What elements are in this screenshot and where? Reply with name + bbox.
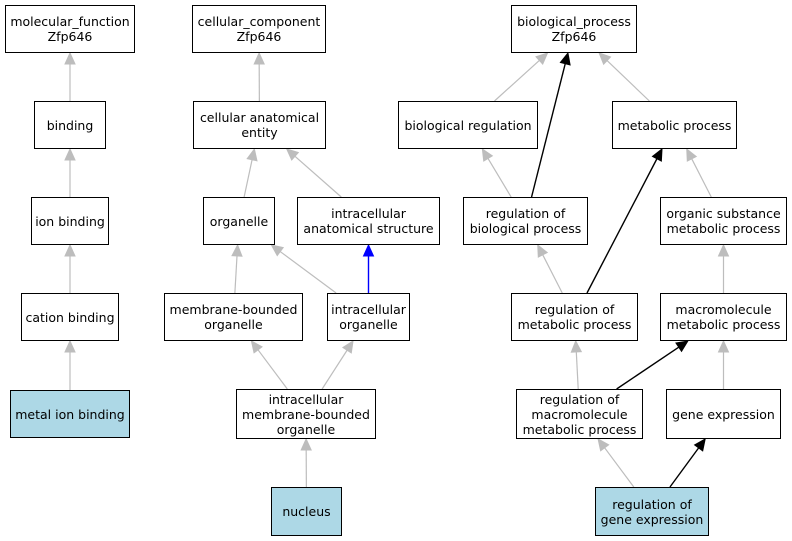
node-regulation-of-biological-process[interactable]: regulation of biological process xyxy=(463,197,588,245)
edge-line xyxy=(494,59,540,102)
edge-arrowhead xyxy=(362,243,375,257)
edge-line xyxy=(616,346,680,390)
node-nucleus[interactable]: nucleus xyxy=(271,487,342,536)
node-regulation-of-macromolecule-metabolic-process[interactable]: regulation of macromolecule metabolic pr… xyxy=(516,389,643,439)
node-binding[interactable]: binding xyxy=(34,101,106,149)
edge-arrowhead xyxy=(285,148,300,161)
edge-regulation-of-gene-expression-to-regulation-of-macromolecule-metabolic-process xyxy=(597,438,635,488)
edge-arrowhead xyxy=(598,52,612,66)
edge-gene-expression-to-macromolecule-metabolic-process xyxy=(717,339,730,389)
edge-line xyxy=(487,158,512,198)
node-cellular-anatomical-entity[interactable]: cellular anatomical entity xyxy=(193,101,326,149)
node-intracellular-membrane-bounded-organelle[interactable]: intracellular membrane-bounded organelle xyxy=(236,389,376,439)
edge-intracellular-anatomical-structure-to-cellular-anatomical-entity xyxy=(285,148,342,198)
edge-cation-binding-to-ion-binding xyxy=(64,243,76,293)
edge-arrowhead xyxy=(270,244,285,257)
edge-arrowhead xyxy=(537,243,549,258)
edge-ion-binding-to-binding xyxy=(64,147,76,197)
edge-arrowhead xyxy=(231,243,243,257)
edge-regulation-of-biological-process-to-biological-regulation xyxy=(481,147,512,198)
edge-line xyxy=(294,155,342,198)
edge-arrowhead xyxy=(246,147,258,162)
node-gene-expression[interactable]: gene expression xyxy=(666,389,781,439)
edge-regulation-of-macromolecule-metabolic-process-to-regulation-of-metabolic-process xyxy=(570,339,583,390)
edge-arrowhead xyxy=(341,339,354,354)
edge-cellular-anatomical-entity-to-cellular-component xyxy=(253,51,265,102)
edge-line xyxy=(257,349,288,390)
node-intracellular-anatomical-structure[interactable]: intracellular anatomical structure xyxy=(297,197,440,245)
node-organelle[interactable]: organelle xyxy=(203,197,275,245)
edge-line xyxy=(243,159,253,198)
edge-line xyxy=(669,447,700,488)
edge-arrowhead xyxy=(64,243,76,257)
edge-arrowhead xyxy=(693,438,706,452)
node-macromolecule-metabolic-process[interactable]: macromolecule metabolic process xyxy=(660,293,787,341)
edge-nucleus-to-intracellular-membrane-bounded-organelle xyxy=(300,437,312,488)
edge-biological-regulation-to-biological-process xyxy=(494,52,549,102)
node-molecular-function[interactable]: molecular_function Zfp646 xyxy=(5,5,135,53)
edge-arrowhead xyxy=(597,438,610,452)
edge-arrowhead xyxy=(570,339,583,353)
edge-line xyxy=(604,447,635,488)
edge-arrowhead xyxy=(253,51,265,65)
edge-line xyxy=(234,255,238,294)
edge-membrane-bounded-organelle-to-organelle xyxy=(231,243,243,294)
edge-arrowhead xyxy=(651,147,663,162)
edge-arrowhead xyxy=(675,340,689,353)
edge-line xyxy=(542,254,563,294)
edge-arrowhead xyxy=(717,243,730,257)
edge-line xyxy=(586,158,658,294)
edge-regulation-of-gene-expression-to-gene-expression xyxy=(669,438,706,488)
node-cation-binding[interactable]: cation binding xyxy=(21,293,119,341)
node-biological-process[interactable]: biological_process Zfp646 xyxy=(511,5,637,53)
edge-intracellular-membrane-bounded-organelle-to-intracellular-organelle xyxy=(321,339,354,390)
edge-macromolecule-metabolic-process-to-organic-substance-metabolic-process xyxy=(717,243,730,293)
edge-regulation-of-metabolic-process-to-metabolic-process xyxy=(586,147,663,294)
node-biological-regulation[interactable]: biological regulation xyxy=(398,101,538,149)
node-intracellular-organelle[interactable]: intracellular organelle xyxy=(327,293,410,341)
edge-line xyxy=(575,351,579,390)
edge-line xyxy=(691,158,712,198)
edge-arrowhead xyxy=(481,147,494,162)
edge-line xyxy=(279,251,337,294)
edge-arrowhead xyxy=(717,339,730,353)
edge-intracellular-organelle-to-intracellular-anatomical-structure xyxy=(362,243,375,293)
edge-arrowhead xyxy=(686,147,698,162)
edge-line xyxy=(321,349,348,390)
edge-binding-to-molecular-function xyxy=(64,51,76,101)
edge-metal-ion-binding-to-cation-binding xyxy=(64,339,76,390)
edge-arrowhead xyxy=(300,437,312,451)
node-membrane-bounded-organelle[interactable]: membrane-bounded organelle xyxy=(164,293,303,341)
edge-metabolic-process-to-biological-process xyxy=(598,52,650,102)
edge-intracellular-organelle-to-organelle xyxy=(270,244,337,294)
edge-regulation-of-biological-process-to-biological-process xyxy=(530,51,571,198)
node-metal-ion-binding[interactable]: metal ion binding xyxy=(10,390,130,438)
node-cellular-component[interactable]: cellular_component Zfp646 xyxy=(192,5,326,53)
node-regulation-of-metabolic-process[interactable]: regulation of metabolic process xyxy=(511,293,638,341)
edge-regulation-of-macromolecule-metabolic-process-to-macromolecule-metabolic-process xyxy=(616,340,689,390)
edge-intracellular-membrane-bounded-organelle-to-membrane-bounded-organelle xyxy=(250,340,288,390)
edge-regulation-of-metabolic-process-to-regulation-of-biological-process xyxy=(537,243,563,294)
edge-organelle-to-cellular-anatomical-entity xyxy=(243,147,258,198)
edge-arrowhead xyxy=(64,51,76,65)
node-ion-binding[interactable]: ion binding xyxy=(31,197,109,245)
edge-arrowhead xyxy=(250,340,263,354)
node-regulation-of-gene-expression[interactable]: regulation of gene expression xyxy=(595,487,709,536)
edge-arrowhead xyxy=(559,51,571,66)
edge-arrowhead xyxy=(64,339,76,353)
edge-arrowhead xyxy=(535,52,549,66)
node-organic-substance-metabolic-process[interactable]: organic substance metabolic process xyxy=(660,197,787,245)
edge-arrowhead xyxy=(64,147,76,161)
edge-organic-substance-metabolic-process-to-metabolic-process xyxy=(686,147,712,198)
node-metabolic-process[interactable]: metabolic process xyxy=(612,101,737,149)
edge-line xyxy=(606,60,650,102)
edge-line xyxy=(530,63,566,198)
